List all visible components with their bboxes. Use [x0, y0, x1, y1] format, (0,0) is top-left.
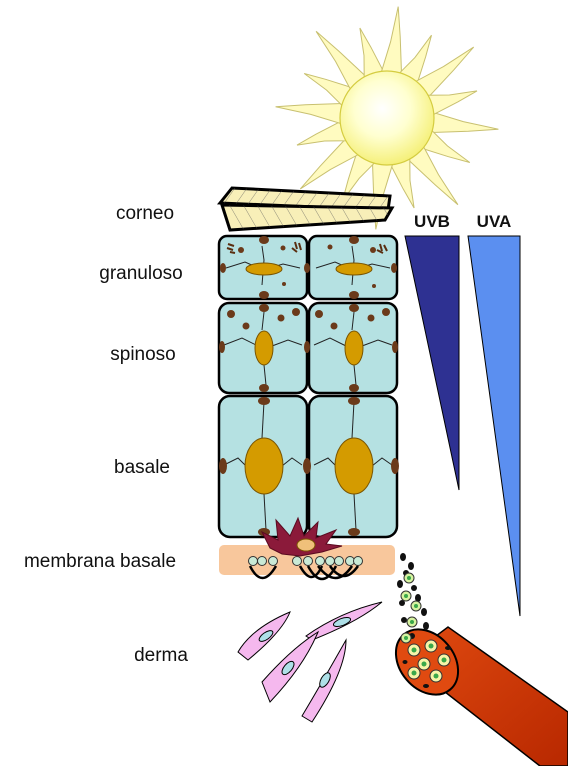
uva-label: UVA	[477, 212, 512, 231]
uvb-label: UVB	[414, 212, 450, 231]
sun-ray	[432, 113, 499, 133]
sun-ray	[276, 104, 343, 124]
uva-wedge	[468, 236, 520, 616]
sun-disc	[340, 71, 434, 165]
keratinocyte-cells	[219, 236, 399, 537]
sun-ray	[428, 91, 477, 114]
layer-label-basale: basale	[114, 457, 170, 478]
layer-label-membrana-basale: membrana basale	[24, 551, 176, 572]
sun-ray	[360, 28, 383, 77]
uvb-wedge	[405, 236, 459, 490]
sun-ray	[382, 7, 402, 74]
layer-label-granuloso: granuloso	[99, 263, 182, 284]
layer-label-derma: derma	[134, 645, 188, 666]
sun-ray	[297, 122, 346, 145]
layer-label-spinoso: spinoso	[110, 344, 176, 365]
layer-label-corneo: corneo	[116, 203, 174, 224]
corneocytes	[220, 188, 392, 230]
fibroblasts	[238, 602, 382, 722]
sun-ray	[391, 159, 414, 208]
